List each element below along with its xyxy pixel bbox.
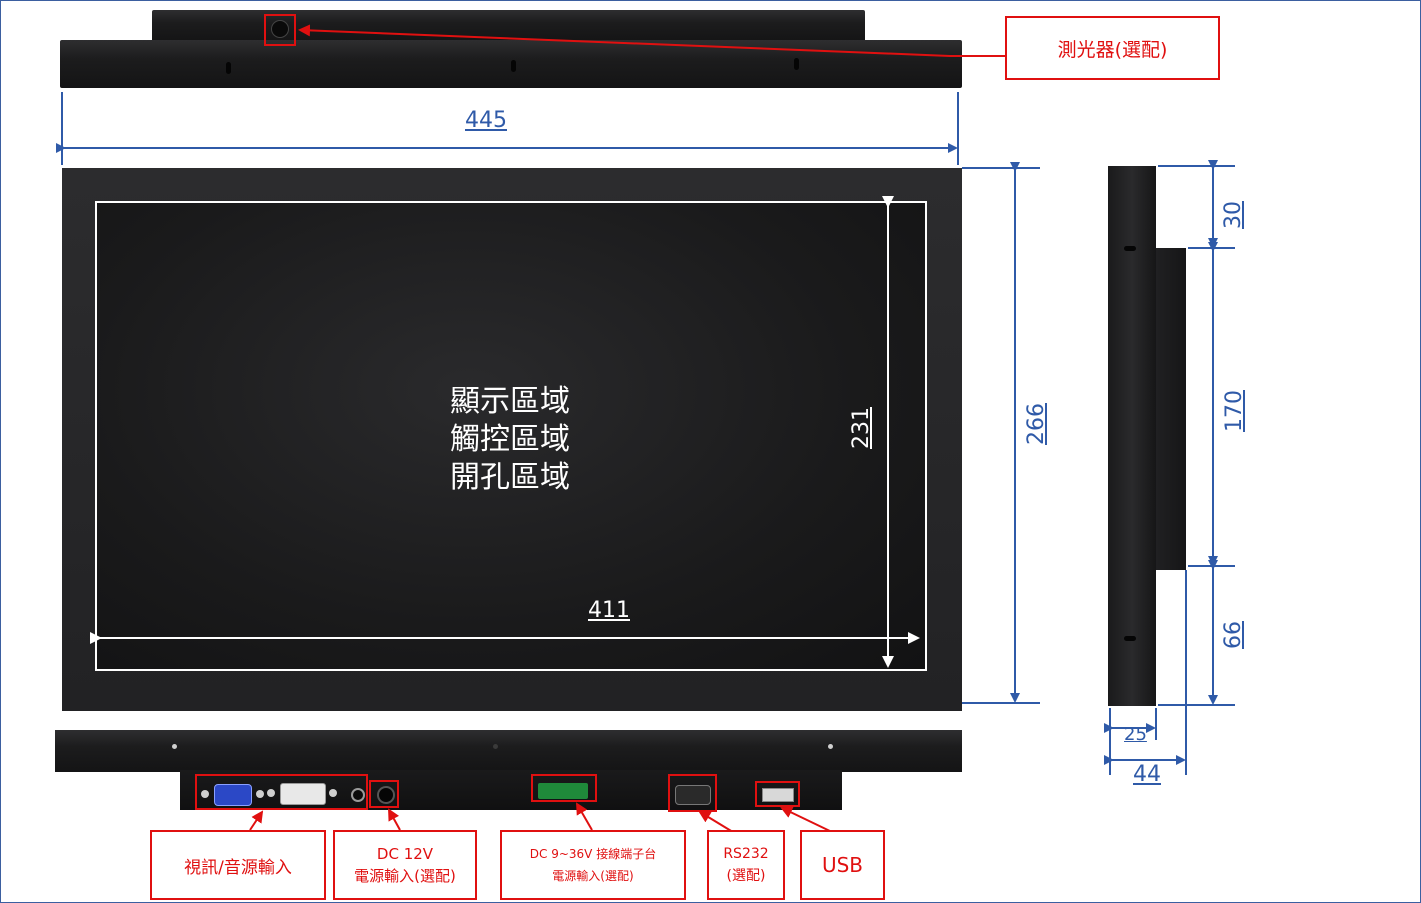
dim-display-lines [90,196,920,668]
rs232-callout: RS232 (選配) [707,830,785,900]
vga-screw-right [256,790,264,798]
dim-266-lines [962,162,1040,704]
screen-label-display: 顯示區域 [450,384,570,419]
bottom-view-front-bezel [55,730,962,772]
terminal-callout: DC 9~36V 接線端子台 電源輸入(選配) [500,830,686,900]
depth-inner-label: 25 [1124,724,1147,745]
rs232-highlight [668,774,717,812]
video-audio-highlight [195,774,368,810]
terminal-highlight [531,774,597,802]
dc12v-callout: DC 12V 電源輸入(選配) [333,830,477,900]
rs232-port [675,785,711,805]
light-sensor-callout: 測光器(選配) [1005,16,1220,80]
side-middle-label: 170 [1222,390,1247,432]
side-view-body [1108,166,1156,706]
side-top-label: 30 [1221,201,1246,229]
dvi-port [280,783,326,805]
light-sensor-dot [271,20,289,38]
screen-label-touch: 觸控區域 [450,422,570,457]
overall-height-label: 266 [1024,403,1049,445]
display-area [95,201,927,671]
dim-side-lines [1104,160,1235,775]
vga-port [214,784,252,806]
video-audio-callout: 視訊/音源輸入 [150,830,326,900]
top-screw-hole-3 [794,58,799,70]
vga-screw-left [201,790,209,798]
side-screw-hole-1 [1124,246,1136,251]
usb-highlight [755,781,800,807]
bottom-dot-3 [828,744,833,749]
dim-445-lines [56,92,959,165]
depth-total-label: 44 [1133,762,1161,787]
side-view-back-box [1156,248,1186,570]
audio-jack [351,788,365,802]
dc12v-highlight [369,780,399,808]
callout-leaders [249,24,1005,841]
top-screw-hole-1 [226,62,231,74]
top-screw-hole-2 [511,60,516,72]
terminal-block [538,783,588,799]
dc-jack [377,786,395,804]
bottom-dot-2 [493,744,498,749]
display-width-label: 411 [588,598,630,623]
usb-callout: USB [800,830,885,900]
usb-port [762,788,794,802]
screen-label-block: 顯示區域 觸控區域 開孔區域 [410,383,610,497]
dvi-screw-right [329,789,337,797]
side-bottom-label: 66 [1221,621,1246,649]
bottom-dot-1 [172,744,177,749]
side-screw-hole-2 [1124,636,1136,641]
overall-width-label: 445 [465,108,507,133]
light-sensor-highlight [264,14,296,46]
screen-label-cutout: 開孔區域 [450,460,570,495]
dvi-screw-left [267,789,275,797]
